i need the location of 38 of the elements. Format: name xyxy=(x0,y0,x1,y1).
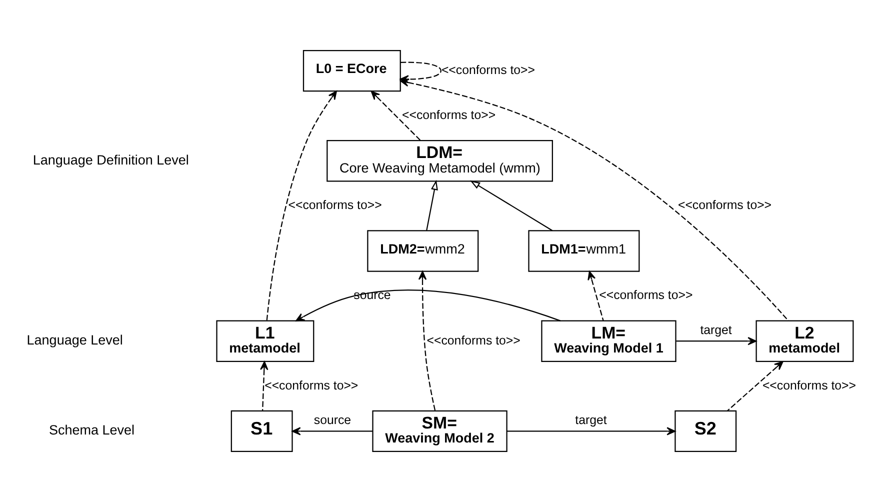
arrow xyxy=(370,90,421,141)
edge-label: <<conforms to>> xyxy=(288,198,382,212)
node-box: LDM2=wmm2 xyxy=(367,230,479,272)
label: Language Definition Level xyxy=(32,152,189,168)
arrow xyxy=(296,290,561,322)
node-box: LDM= Core Weaving Metamodel (wmm) xyxy=(326,140,553,182)
arrow xyxy=(260,361,268,411)
label: Language Level xyxy=(26,332,123,348)
node-box: S2 xyxy=(674,410,737,452)
node-box: L1 metamodel xyxy=(216,320,314,362)
node-box: S1 xyxy=(230,410,293,452)
node-box: SM= Weaving Model 2 xyxy=(372,410,508,452)
arrow xyxy=(418,270,436,411)
edge-label: <<conforms to>> xyxy=(441,62,535,77)
arrow xyxy=(292,427,373,436)
arrow xyxy=(426,180,438,231)
edge-label: target xyxy=(700,323,732,338)
edge-label: source xyxy=(354,288,391,302)
node-box: LDM1=wmm1 xyxy=(528,230,640,272)
arrow xyxy=(676,337,757,346)
arrow xyxy=(727,361,784,412)
arrow xyxy=(470,180,553,232)
edge-label: <<conforms to>> xyxy=(678,198,772,212)
arrow xyxy=(400,78,789,322)
arrow xyxy=(588,271,604,321)
edge-label: <<conforms to>> xyxy=(402,108,496,122)
node-box: L0 = ECore xyxy=(302,50,401,92)
edge-label: target xyxy=(575,413,607,428)
node-box: L2 metamodel xyxy=(756,320,854,362)
edge-label: <<conforms to>> xyxy=(264,378,358,392)
arrow xyxy=(266,90,337,321)
arrow xyxy=(506,427,676,436)
edge-label: <<conforms to>> xyxy=(426,333,520,348)
label: Schema Level xyxy=(48,422,135,438)
edge-label: <<conforms to>> xyxy=(599,288,693,302)
edge-label: <<conforms to>> xyxy=(762,378,856,392)
node-box: LM= Weaving Model 1 xyxy=(541,320,676,362)
edge-label: source xyxy=(314,413,352,428)
